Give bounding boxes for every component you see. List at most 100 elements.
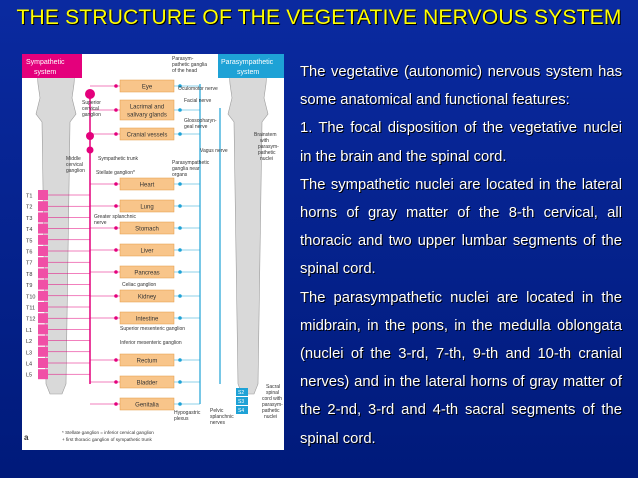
organ-label: Rectum bbox=[137, 359, 158, 365]
superior-cervical-ganglion-label-1: Superior bbox=[82, 100, 101, 106]
middle-cervical-ganglion-label-1: Middle bbox=[66, 156, 81, 162]
panel-letter: a bbox=[24, 433, 29, 442]
segment-box bbox=[38, 190, 48, 200]
organ-label: Stomach bbox=[135, 227, 159, 233]
segment-box bbox=[38, 246, 48, 256]
sacral-cord-label-3: cord with bbox=[262, 396, 282, 402]
autonomic-nervous-system-diagram: Sympathetic system Parasympathetic syste… bbox=[22, 54, 284, 450]
organ-label: Lacrimal and bbox=[130, 105, 164, 111]
segment-label: T12 bbox=[26, 317, 35, 323]
glosso-label-2: geal nerve bbox=[184, 124, 208, 130]
para-head-label-2: pathetic ganglia bbox=[172, 62, 207, 68]
sacral-cord-label-6: nuclei bbox=[264, 414, 277, 420]
segment-box bbox=[38, 257, 48, 268]
sacral-segment-label: S4 bbox=[238, 408, 244, 414]
segment-label: T10 bbox=[26, 294, 35, 300]
segment-box bbox=[38, 234, 48, 245]
para-near-label-3: organs bbox=[172, 172, 188, 178]
segment-label: T11 bbox=[26, 306, 35, 312]
segment-label: L5 bbox=[26, 373, 32, 379]
middle-cervical-ganglion-label-2: cervical bbox=[66, 162, 83, 168]
superior-cervical-ganglion-label-3: ganglion bbox=[82, 112, 101, 118]
segment-box bbox=[38, 290, 48, 301]
inferior-mesenteric-label: Inferior mesenteric ganglion bbox=[120, 340, 182, 346]
sympathetic-trunk-label: Sympathetic trunk bbox=[98, 156, 139, 162]
sacral-cord-label-5: pathetic bbox=[262, 408, 280, 414]
segment-box bbox=[38, 335, 48, 346]
segment-label: L1 bbox=[26, 328, 32, 334]
segment-box bbox=[38, 358, 48, 368]
segment-label: T4 bbox=[26, 227, 32, 233]
segment-label: T6 bbox=[26, 250, 32, 256]
organ-label: Heart bbox=[140, 183, 155, 189]
brainstem-label-3: parasym- bbox=[258, 144, 279, 150]
paragraph-sympathetic-nuclei: The sympathetic nuclei are located in th… bbox=[300, 176, 622, 278]
organ-label: Eye bbox=[142, 85, 153, 91]
celiac-ganglion-label: Celiac ganglion bbox=[122, 282, 156, 288]
organ-label: Bladder bbox=[137, 381, 158, 387]
paragraph-parasympathetic-nuclei: The parasympathetic nuclei are located i… bbox=[300, 289, 622, 447]
glosso-label-1: Glossopharyn- bbox=[184, 118, 217, 124]
segment-box bbox=[38, 223, 48, 234]
segment-label: L4 bbox=[26, 362, 32, 368]
segment-label: T2 bbox=[26, 205, 32, 211]
organ-label: Pancreas bbox=[134, 271, 159, 277]
brainstem-label-2: with bbox=[260, 138, 269, 144]
pelvic-label-2: splanchnic bbox=[210, 414, 234, 420]
footnote-line2: + first thoracic ganglion of sympathetic… bbox=[62, 437, 152, 442]
segment-label: L3 bbox=[26, 350, 32, 356]
segment-box bbox=[38, 369, 48, 380]
segment-box bbox=[38, 346, 48, 357]
sacral-segment-label: S2 bbox=[238, 390, 244, 396]
segment-box bbox=[38, 201, 48, 212]
segment-box bbox=[38, 279, 48, 290]
superior-mesenteric-label: Superior mesenteric ganglion bbox=[120, 326, 185, 332]
segment-label: L2 bbox=[26, 339, 32, 345]
brainstem-label-1: Brainstem bbox=[254, 132, 277, 138]
organ-label: Cranial vessels bbox=[127, 133, 168, 139]
middle-cervical-ganglion-label-3: ganglion bbox=[66, 168, 85, 174]
para-near-label-2: ganglia near bbox=[172, 166, 200, 172]
hypogastric-label-1: Hypogastric bbox=[174, 410, 201, 416]
greater-splanchnic-label-2: nerve bbox=[94, 220, 107, 226]
organ-label: Lung bbox=[140, 205, 153, 211]
greater-splanchnic-label-1: Greater splanchnic bbox=[94, 214, 136, 220]
sympathetic-header-line1: Sympathetic bbox=[26, 59, 65, 66]
para-head-label-3: of the head bbox=[172, 68, 197, 74]
segment-box bbox=[38, 324, 48, 335]
footnote-line1: * Stellate ganglion = inferior cervical … bbox=[62, 430, 154, 435]
oculomotor-label: Oculomotor nerve bbox=[178, 86, 218, 92]
segment-box bbox=[38, 302, 48, 312]
sacral-segment-box bbox=[236, 388, 248, 396]
superior-cervical-ganglion-label-2: cervical bbox=[82, 106, 99, 112]
brainstem-label-4: pathetic bbox=[258, 150, 276, 156]
segment-label: T1 bbox=[26, 194, 32, 200]
sacral-segment-label: S3 bbox=[238, 399, 244, 405]
body-text: The vegetative (autonomic) nervous syste… bbox=[300, 58, 622, 453]
segment-label: T7 bbox=[26, 261, 32, 267]
pelvic-label-1: Pelvic bbox=[210, 408, 224, 414]
slide-title: THE STRUCTURE OF THE VEGETATIVE NERVOUS … bbox=[16, 6, 622, 29]
organ-label: salivary glands bbox=[127, 113, 167, 119]
sympathetic-header-line2: system bbox=[34, 69, 56, 76]
parasympathetic-header-line1: Parasympathetic bbox=[221, 59, 274, 66]
pelvic-label-3: nerves bbox=[210, 420, 226, 426]
segment-label: T3 bbox=[26, 216, 32, 222]
segment-box bbox=[38, 313, 48, 324]
segment-label: T5 bbox=[26, 238, 32, 244]
brainstem-label-5: nuclei bbox=[260, 156, 273, 162]
parasympathetic-header-line2: system bbox=[237, 69, 259, 76]
paragraph-point-1: 1. The focal disposition of the vegetati… bbox=[300, 120, 622, 165]
sacral-segment-box bbox=[236, 406, 248, 414]
paragraph-intro: The vegetative (autonomic) nervous syste… bbox=[300, 64, 622, 109]
organ-label: Genitalia bbox=[135, 403, 159, 409]
segment-box bbox=[38, 268, 48, 279]
sacral-cord-label-2: spinal bbox=[266, 390, 279, 396]
para-head-label-1: Parasym- bbox=[172, 56, 194, 62]
segment-label: T8 bbox=[26, 272, 32, 278]
segment-label: T9 bbox=[26, 283, 32, 289]
hypogastric-label-2: plexus bbox=[174, 416, 189, 422]
